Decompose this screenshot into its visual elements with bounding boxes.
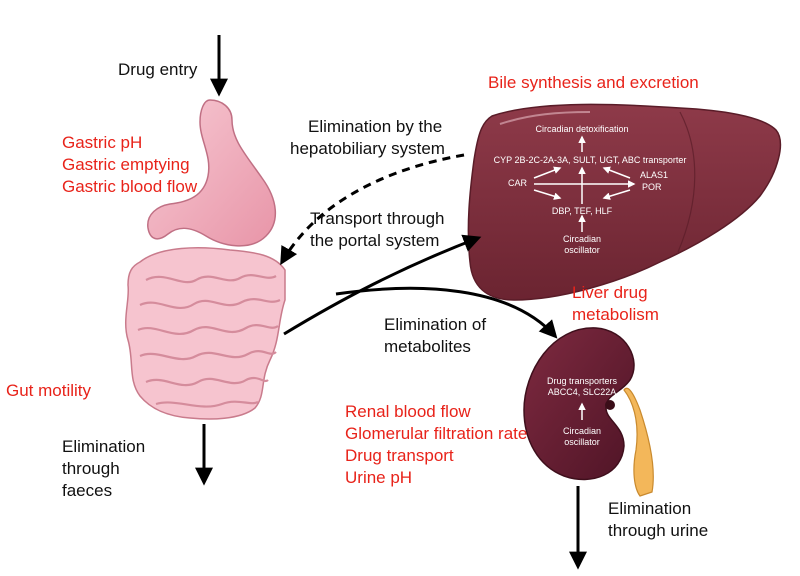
liver-enzymes-label: CYP 2B-2C-2A-3A, SULT, UGT, ABC transpor…	[493, 155, 687, 165]
portal-transport-arrow	[283, 234, 482, 336]
renal-blood-flow-label: Renal blood flow	[345, 402, 471, 421]
stomach-illustration	[147, 99, 277, 247]
kidney-transporters-label-2: ABCC4, SLC22A	[547, 387, 617, 397]
hepatobiliary-label-1: Elimination by the	[308, 117, 443, 136]
bile-label: Bile synthesis and excretion	[488, 73, 699, 92]
intestine-illustration	[125, 247, 286, 420]
liver-pathway-arrows	[533, 135, 636, 232]
urine-label-1: Elimination	[608, 499, 692, 518]
kidney-osc-label-2: oscillator	[564, 437, 600, 447]
liver-por-label: POR	[642, 182, 662, 192]
kidney-illustration	[523, 327, 654, 497]
gastric-emptying-label: Gastric emptying	[62, 155, 190, 174]
liver-car-label: CAR	[508, 178, 528, 188]
liver-illustration	[467, 103, 782, 301]
metabolites-label-2: metabolites	[384, 337, 471, 356]
gut-motility-label: Gut motility	[6, 381, 92, 400]
liver-drug-label-2: metabolism	[572, 305, 659, 324]
drug-entry-label: Drug entry	[118, 60, 198, 79]
intestine-folds	[137, 274, 281, 408]
metabolites-label-1: Elimination of	[384, 315, 487, 334]
liver-detox-label: Circadian detoxification	[535, 124, 629, 134]
faeces-label-1: Elimination	[62, 437, 146, 456]
portal-label-2: the portal system	[310, 231, 440, 250]
liver-dbp-label: DBP, TEF, HLF	[551, 206, 613, 216]
drug-transport-label: Drug transport	[345, 446, 454, 465]
liver-osc-label-1: Circadian	[562, 234, 602, 244]
liver-osc-label-2: oscillator	[564, 245, 600, 255]
kidney-transporters-label-1: Drug transporters	[546, 376, 618, 386]
hepatobiliary-label-2: hepatobiliary system	[290, 139, 445, 158]
urine-ph-label: Urine pH	[345, 468, 413, 487]
gastric-ph-label: Gastric pH	[62, 133, 143, 152]
metabolite-elimination-arrow	[335, 286, 558, 339]
portal-label-1: Transport through	[310, 209, 445, 228]
hepatobiliary-dashed-arrow	[280, 153, 465, 266]
gastric-blood-flow-label: Gastric blood flow	[62, 177, 198, 196]
urine-label-2: through urine	[608, 521, 709, 540]
kidney-osc-label-1: Circadian	[562, 426, 602, 436]
faeces-label-3: faeces	[62, 481, 113, 500]
faeces-label-2: through	[62, 459, 120, 478]
liver-alas1-label: ALAS1	[640, 170, 669, 180]
glomerular-label: Glomerular filtration rate	[345, 424, 528, 443]
liver-drug-label-1: Liver drug	[572, 283, 648, 302]
